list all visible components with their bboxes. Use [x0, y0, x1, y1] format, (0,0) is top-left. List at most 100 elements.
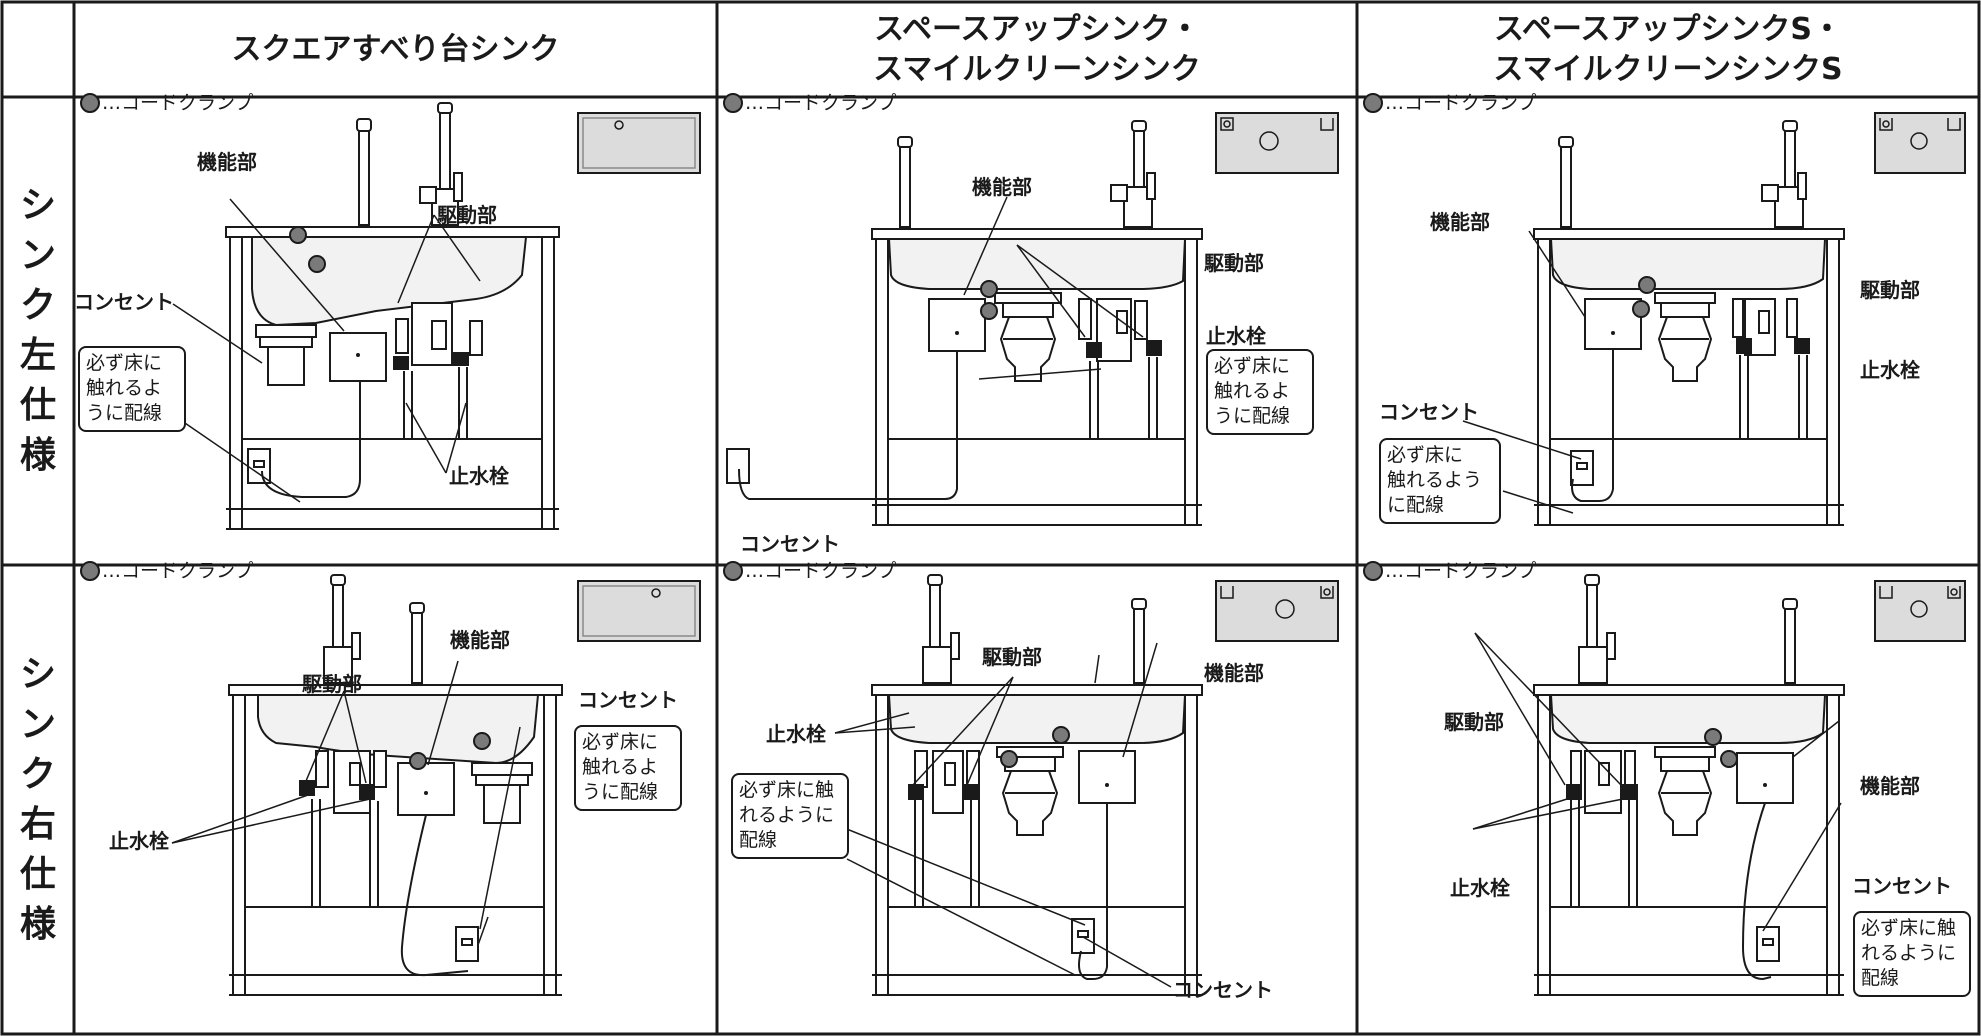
cell-square-right: …コードクランプ 機能部 駆動部 止水栓 コンセント 必ず床に 触れるよ うに配…: [76, 560, 715, 1032]
cabinet-diagram: [1462, 112, 1966, 526]
drain-center: [1654, 746, 1716, 836]
wiring-note: 必ず床に触 れるように 配線: [731, 773, 849, 859]
faucets: [922, 574, 1147, 684]
label-drive-unit: 駆動部: [302, 672, 362, 696]
row-label-char: 様: [19, 903, 56, 945]
drive-units: [393, 302, 483, 370]
function-unit-box: [928, 298, 986, 352]
leader-lines: [963, 196, 1144, 380]
note-line: うに配線: [1214, 405, 1291, 427]
wiring-note: 必ず床に触 れるように 配線: [1853, 911, 1971, 997]
note-line: 触れるよ: [86, 377, 163, 399]
note-line: れるように: [739, 804, 835, 826]
note-line: 触れるよ: [582, 756, 659, 778]
header-square-slide-sink: スクエアすべり台シンク: [76, 4, 715, 96]
cord-clamp-legend: …コードクランプ: [723, 558, 896, 584]
function-unit-box: [1736, 752, 1794, 804]
cabinet: [228, 684, 563, 996]
wall-outlet: [1570, 450, 1594, 486]
cabinet-diagram: [726, 112, 1339, 526]
label-function-unit: 機能部: [197, 150, 257, 174]
supply-pipes: [1570, 799, 1638, 907]
row-label-char: 様: [19, 435, 56, 476]
power-cord: [1571, 349, 1614, 502]
cord-clamps: [1704, 728, 1738, 768]
row-label-char: ク: [19, 753, 56, 795]
sink-bowl: [1549, 694, 1827, 744]
wall-outlet: [1756, 926, 1780, 962]
note-line: に配線: [1387, 494, 1445, 516]
row-label-char: シ: [19, 653, 56, 695]
cord-clamps: [980, 280, 998, 320]
label-stop-valve: 止水栓: [766, 722, 826, 746]
header-line: スマイルクリーンシンク: [873, 52, 1201, 87]
cord-clamps: [1632, 276, 1656, 318]
row-label-char: 仕: [19, 385, 56, 426]
cabinet: [871, 228, 1203, 526]
cabinet-diagram: [816, 574, 1339, 996]
note-line: 配線: [739, 829, 778, 851]
label-stop-valve: 止水栓: [1860, 358, 1920, 382]
supply-pipes: [403, 367, 468, 439]
clamp-dot-icon: [80, 93, 100, 113]
clamp-dot-icon: [80, 561, 100, 581]
clamp-dot-icon: [723, 561, 743, 581]
sink-bowl: [887, 694, 1187, 744]
cabinet-diagram: [171, 574, 701, 996]
supply-pipes: [1739, 355, 1808, 439]
row-label-char: 右: [19, 803, 56, 845]
label-function-unit: 機能部: [1430, 210, 1490, 234]
label-outlet: コンセント: [1173, 978, 1273, 1002]
header-line: スペースアップシンクS・: [1493, 12, 1842, 47]
note-line: 配線: [1861, 967, 1900, 989]
cabinet: [1533, 684, 1845, 996]
function-unit-box: [397, 762, 455, 816]
note-line: 必ず床に触: [739, 779, 835, 801]
supply-pipes: [311, 799, 379, 907]
legend-text: …コードクランプ: [1385, 92, 1537, 114]
cord-clamp-legend: …コードクランプ: [1363, 90, 1536, 116]
sink-top-view-thumbnail: [1215, 112, 1339, 174]
drive-units: [1078, 298, 1162, 362]
wiring-note: 必ず床に 触れるよう に配線: [1379, 438, 1501, 524]
row-label-char: 左: [19, 335, 56, 376]
label-outlet: コンセント: [1852, 874, 1952, 898]
drain-left: [255, 324, 317, 386]
leader-lines: [1472, 632, 1842, 932]
header-line: スクエアすべり台シンク: [231, 32, 560, 67]
label-drive-unit: 駆動部: [437, 203, 497, 227]
leader-lines: [816, 642, 1172, 988]
label-outlet: コンセント: [1379, 400, 1479, 424]
sink-top-view-thumbnail: [1215, 580, 1339, 642]
faucets: [356, 102, 463, 226]
sink-bowl: [251, 236, 528, 327]
legend-text: …コードクランプ: [745, 92, 897, 114]
supply-pipes: [1089, 357, 1158, 439]
label-drive-unit: 駆動部: [1444, 710, 1504, 734]
power-cord: [400, 814, 469, 977]
clamp-dot-icon: [1363, 561, 1383, 581]
row-label-char: ク: [19, 285, 56, 326]
clamp-dot-icon: [1363, 93, 1383, 113]
note-line: うに配線: [582, 781, 659, 803]
sink-top-view-thumbnail: [577, 112, 701, 174]
function-unit-box: [1078, 750, 1136, 804]
label-outlet: コンセント: [74, 290, 174, 314]
legend-text: …コードクランプ: [102, 560, 254, 582]
legend-text: …コードクランプ: [745, 560, 897, 582]
label-stop-valve: 止水栓: [1206, 324, 1266, 348]
cord-clamp-legend: …コードクランプ: [80, 90, 253, 116]
label-stop-valve: 止水栓: [109, 829, 169, 853]
drain-center: [996, 746, 1064, 836]
label-outlet: コンセント: [740, 532, 840, 556]
sink-bowl: [1549, 238, 1827, 290]
note-line: 必ず床に触: [1861, 917, 1957, 939]
faucets: [897, 120, 1156, 228]
faucets: [1558, 120, 1807, 228]
drain-center: [1654, 292, 1716, 382]
label-function-unit: 機能部: [972, 175, 1032, 199]
note-line: 触れるよ: [1214, 380, 1291, 402]
row-label-char: ン: [19, 235, 56, 276]
label-outlet: コンセント: [578, 688, 678, 712]
